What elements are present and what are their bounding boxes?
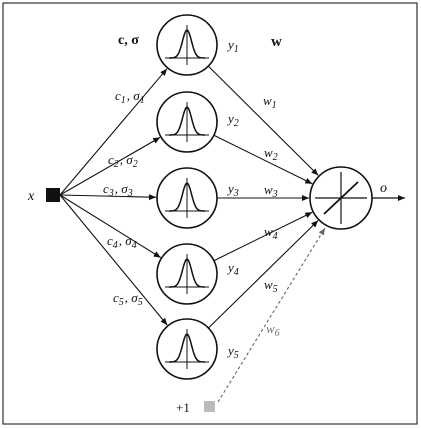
gaussian-curve-icon — [169, 333, 205, 363]
input-edge-3 — [59, 194, 157, 201]
weight-label-5: w5 — [264, 277, 278, 295]
bias-edge — [217, 227, 326, 403]
center-sigma-label-4: c4, σ4 — [107, 233, 137, 251]
hidden-neuron-1 — [156, 14, 218, 76]
weight-label-3: w3 — [264, 182, 278, 200]
input-edge-1 — [59, 68, 168, 196]
center-sigma-label-2: c2, σ2 — [108, 152, 138, 170]
gaussian-curve-icon — [169, 258, 205, 288]
output-neuron — [309, 166, 373, 230]
linear-activation-icon — [323, 181, 359, 215]
output-edge-5 — [208, 220, 319, 329]
hidden-output-label-4: y4 — [226, 260, 239, 278]
input-edges — [59, 68, 168, 326]
bias-weight-label: w6 — [266, 321, 280, 339]
input-edge-5 — [59, 194, 168, 326]
gaussian-curve-icon — [169, 106, 205, 136]
hidden-neuron-3 — [156, 167, 218, 229]
input-edge-2 — [59, 136, 161, 196]
gaussian-curve-icon — [169, 182, 205, 212]
bias-node — [204, 401, 215, 412]
center-sigma-label-3: c3, σ3 — [103, 181, 133, 199]
output-edge-2 — [213, 134, 313, 185]
weights-header: w — [271, 34, 282, 50]
gaussian-curve-icon — [169, 29, 205, 59]
figure-border — [2, 2, 418, 425]
weight-label-4: w4 — [264, 224, 278, 242]
hidden-output-label-2: y2 — [226, 111, 239, 129]
hidden-output-label-5: y5 — [226, 343, 239, 361]
output-label: o — [380, 181, 387, 196]
hidden-neuron-2 — [156, 91, 218, 153]
weight-label-1: w1 — [263, 93, 277, 111]
center-sigma-label-5: c5, σ5 — [113, 290, 143, 308]
hidden-neuron-5 — [156, 318, 218, 380]
input-label: x — [27, 189, 35, 204]
hidden-neuron-4 — [156, 243, 218, 305]
input-edge-4 — [59, 194, 161, 259]
hidden-output-label-3: y3 — [226, 181, 239, 199]
center-params-header: c, σ — [118, 33, 139, 48]
weight-label-2: w2 — [264, 145, 278, 163]
hidden-output-label-1: y1 — [226, 37, 239, 55]
input-node — [46, 188, 60, 202]
output-edges — [207, 65, 319, 329]
bias-label: +1 — [176, 400, 190, 415]
hidden-layer — [156, 14, 218, 380]
output-edge-1 — [207, 65, 319, 176]
center-sigma-label-1: c1, σ1 — [115, 88, 145, 106]
output-edge-4 — [213, 211, 313, 262]
